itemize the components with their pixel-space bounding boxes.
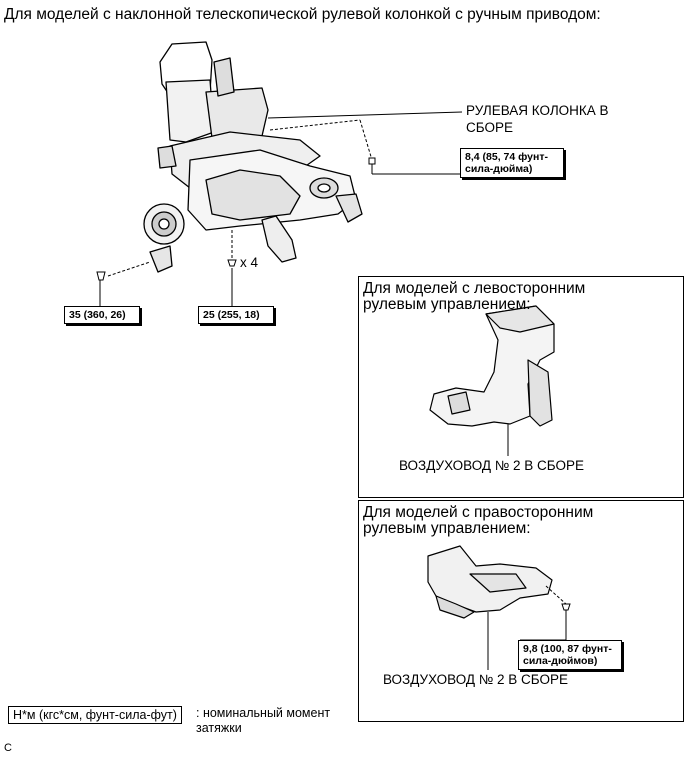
steering-column-label-line1: РУЛЕВАЯ КОЛОНКА В [466,103,609,118]
torque-rhd-line1: 9,8 (100, 87 фунт- [523,643,612,655]
rhd-heading-line1: Для моделей с правосторонним [363,504,594,521]
torque-box-rhd: 9,8 (100, 87 фунт- сила-дюймов) [518,640,622,670]
legend-desc-line2: затяжки [196,721,242,735]
torque-rhd-line2: сила-дюймов) [523,655,598,667]
footer-code: C [4,742,12,754]
rhd-panel: Для моделей с правосторонним рулевым упр… [358,500,684,722]
page-title: Для моделей с наклонной телескопической … [4,6,601,23]
rhd-heading-line2: рулевым управлением: [363,520,531,537]
rhd-heading: Для моделей с правосторонним рулевым упр… [363,505,593,537]
torque-top-line2: сила-дюйма) [465,163,533,175]
steering-column-label: РУЛЕВАЯ КОЛОНКА В СБОРЕ [466,102,609,136]
torque-top-line1: 8,4 (85, 74 фунт- [465,151,548,163]
lhd-panel: Для моделей с левосторонним рулевым упра… [358,276,684,498]
bolt-count: x 4 [240,255,259,270]
lhd-heading: Для моделей с левосторонним рулевым упра… [363,281,585,313]
rhd-part-label: ВОЗДУХОВОД № 2 В СБОРЕ [383,672,569,687]
lhd-part-label: ВОЗДУХОВОД № 2 В СБОРЕ [399,458,585,473]
legend-description: : номинальный момент затяжки [196,706,330,736]
legend-desc-line1: : номинальный момент [196,706,331,720]
torque-box-top: 8,4 (85, 74 фунт- сила-дюйма) [460,148,564,178]
legend-unit-box: Н*м (кгс*см, фунт-сила-фут) [8,706,182,724]
lhd-heading-line1: Для моделей с левосторонним [363,280,586,297]
steering-column-label-line2: СБОРЕ [466,120,513,135]
torque-box-left: 35 (360, 26) [64,306,140,324]
lhd-heading-line2: рулевым управлением: [363,296,531,313]
torque-box-center: 25 (255, 18) [198,306,274,324]
